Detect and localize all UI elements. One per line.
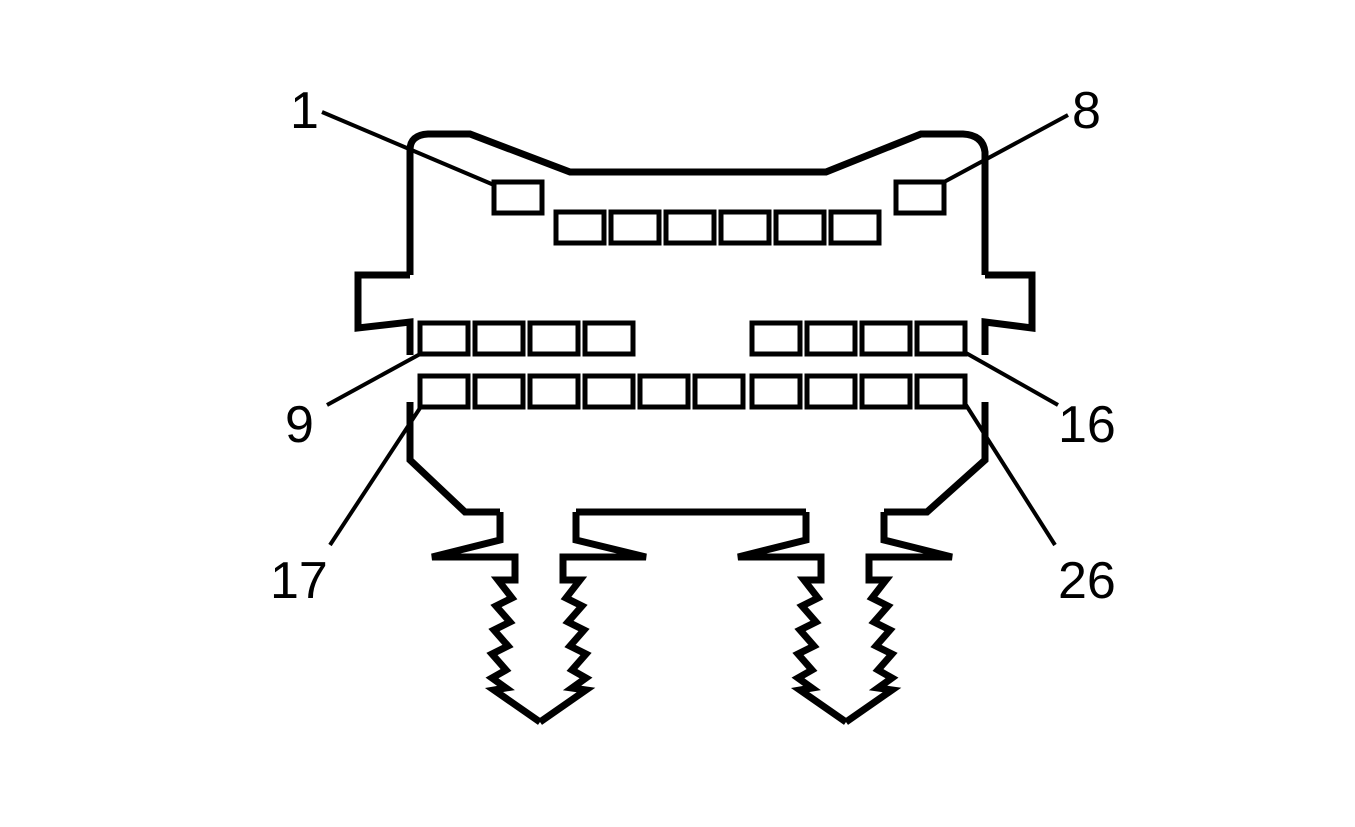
left-latch [354,271,414,355]
leader-lines [321,110,1069,547]
pin-cavity-10 [472,320,526,357]
left-clip-left-half [431,512,542,725]
callout-pin-26: 26 [1058,552,1116,610]
pin-cavity-21 [637,373,691,410]
leader-pin-8 [943,113,1069,184]
pin-cavity-26 [914,373,968,410]
pin-cavity-8 [893,179,947,216]
pin-cavity-13 [749,320,803,357]
pin-cavity-18 [472,373,526,410]
leader-pin-16 [965,351,1059,407]
pin-cavity-4 [663,209,717,246]
leader-pin-26 [964,403,1057,547]
pin-cavity-17 [417,373,471,410]
pin-cavity-25 [859,373,913,410]
housing-lower-left [406,402,500,516]
callout-pin-1: 1 [290,82,319,140]
callout-labels: 1 8 9 16 17 26 [270,82,1116,610]
connector-housing [354,130,1036,516]
housing-lower-right [884,402,989,516]
pin-cavity-19 [527,373,581,410]
pin-cavity-20 [582,373,636,410]
leader-pin-9 [326,351,423,407]
callout-pin-8: 8 [1072,82,1101,140]
right-clip-left-half [737,512,848,725]
pin-cavity-24 [804,373,858,410]
pin-cavity-23 [749,373,803,410]
leader-pin-17 [328,403,424,547]
pin-cavity-6 [773,209,827,246]
housing-left-outline [406,130,989,275]
pin-cavity-3 [608,209,662,246]
pin-cavities [417,179,968,410]
right-mounting-clip [737,512,953,725]
callout-pin-9: 9 [285,396,314,454]
leader-pin-1 [321,110,495,187]
right-latch [981,271,1036,355]
pin-cavity-5 [718,209,772,246]
callout-pin-16: 16 [1058,396,1116,454]
pin-cavity-16 [914,320,968,357]
pin-cavity-14 [804,320,858,357]
pin-cavity-11 [527,320,581,357]
pin-cavity-9 [417,320,471,357]
pin-cavity-12 [582,320,636,357]
pin-cavity-2 [553,209,607,246]
callout-pin-17: 17 [270,552,328,610]
left-mounting-clip [431,512,647,725]
pin-cavity-22 [692,373,746,410]
left-clip-right-half [538,512,647,725]
pin-cavity-15 [859,320,913,357]
pin-cavity-7 [828,209,882,246]
right-clip-right-half [844,512,953,725]
pin-cavity-1 [491,179,545,216]
